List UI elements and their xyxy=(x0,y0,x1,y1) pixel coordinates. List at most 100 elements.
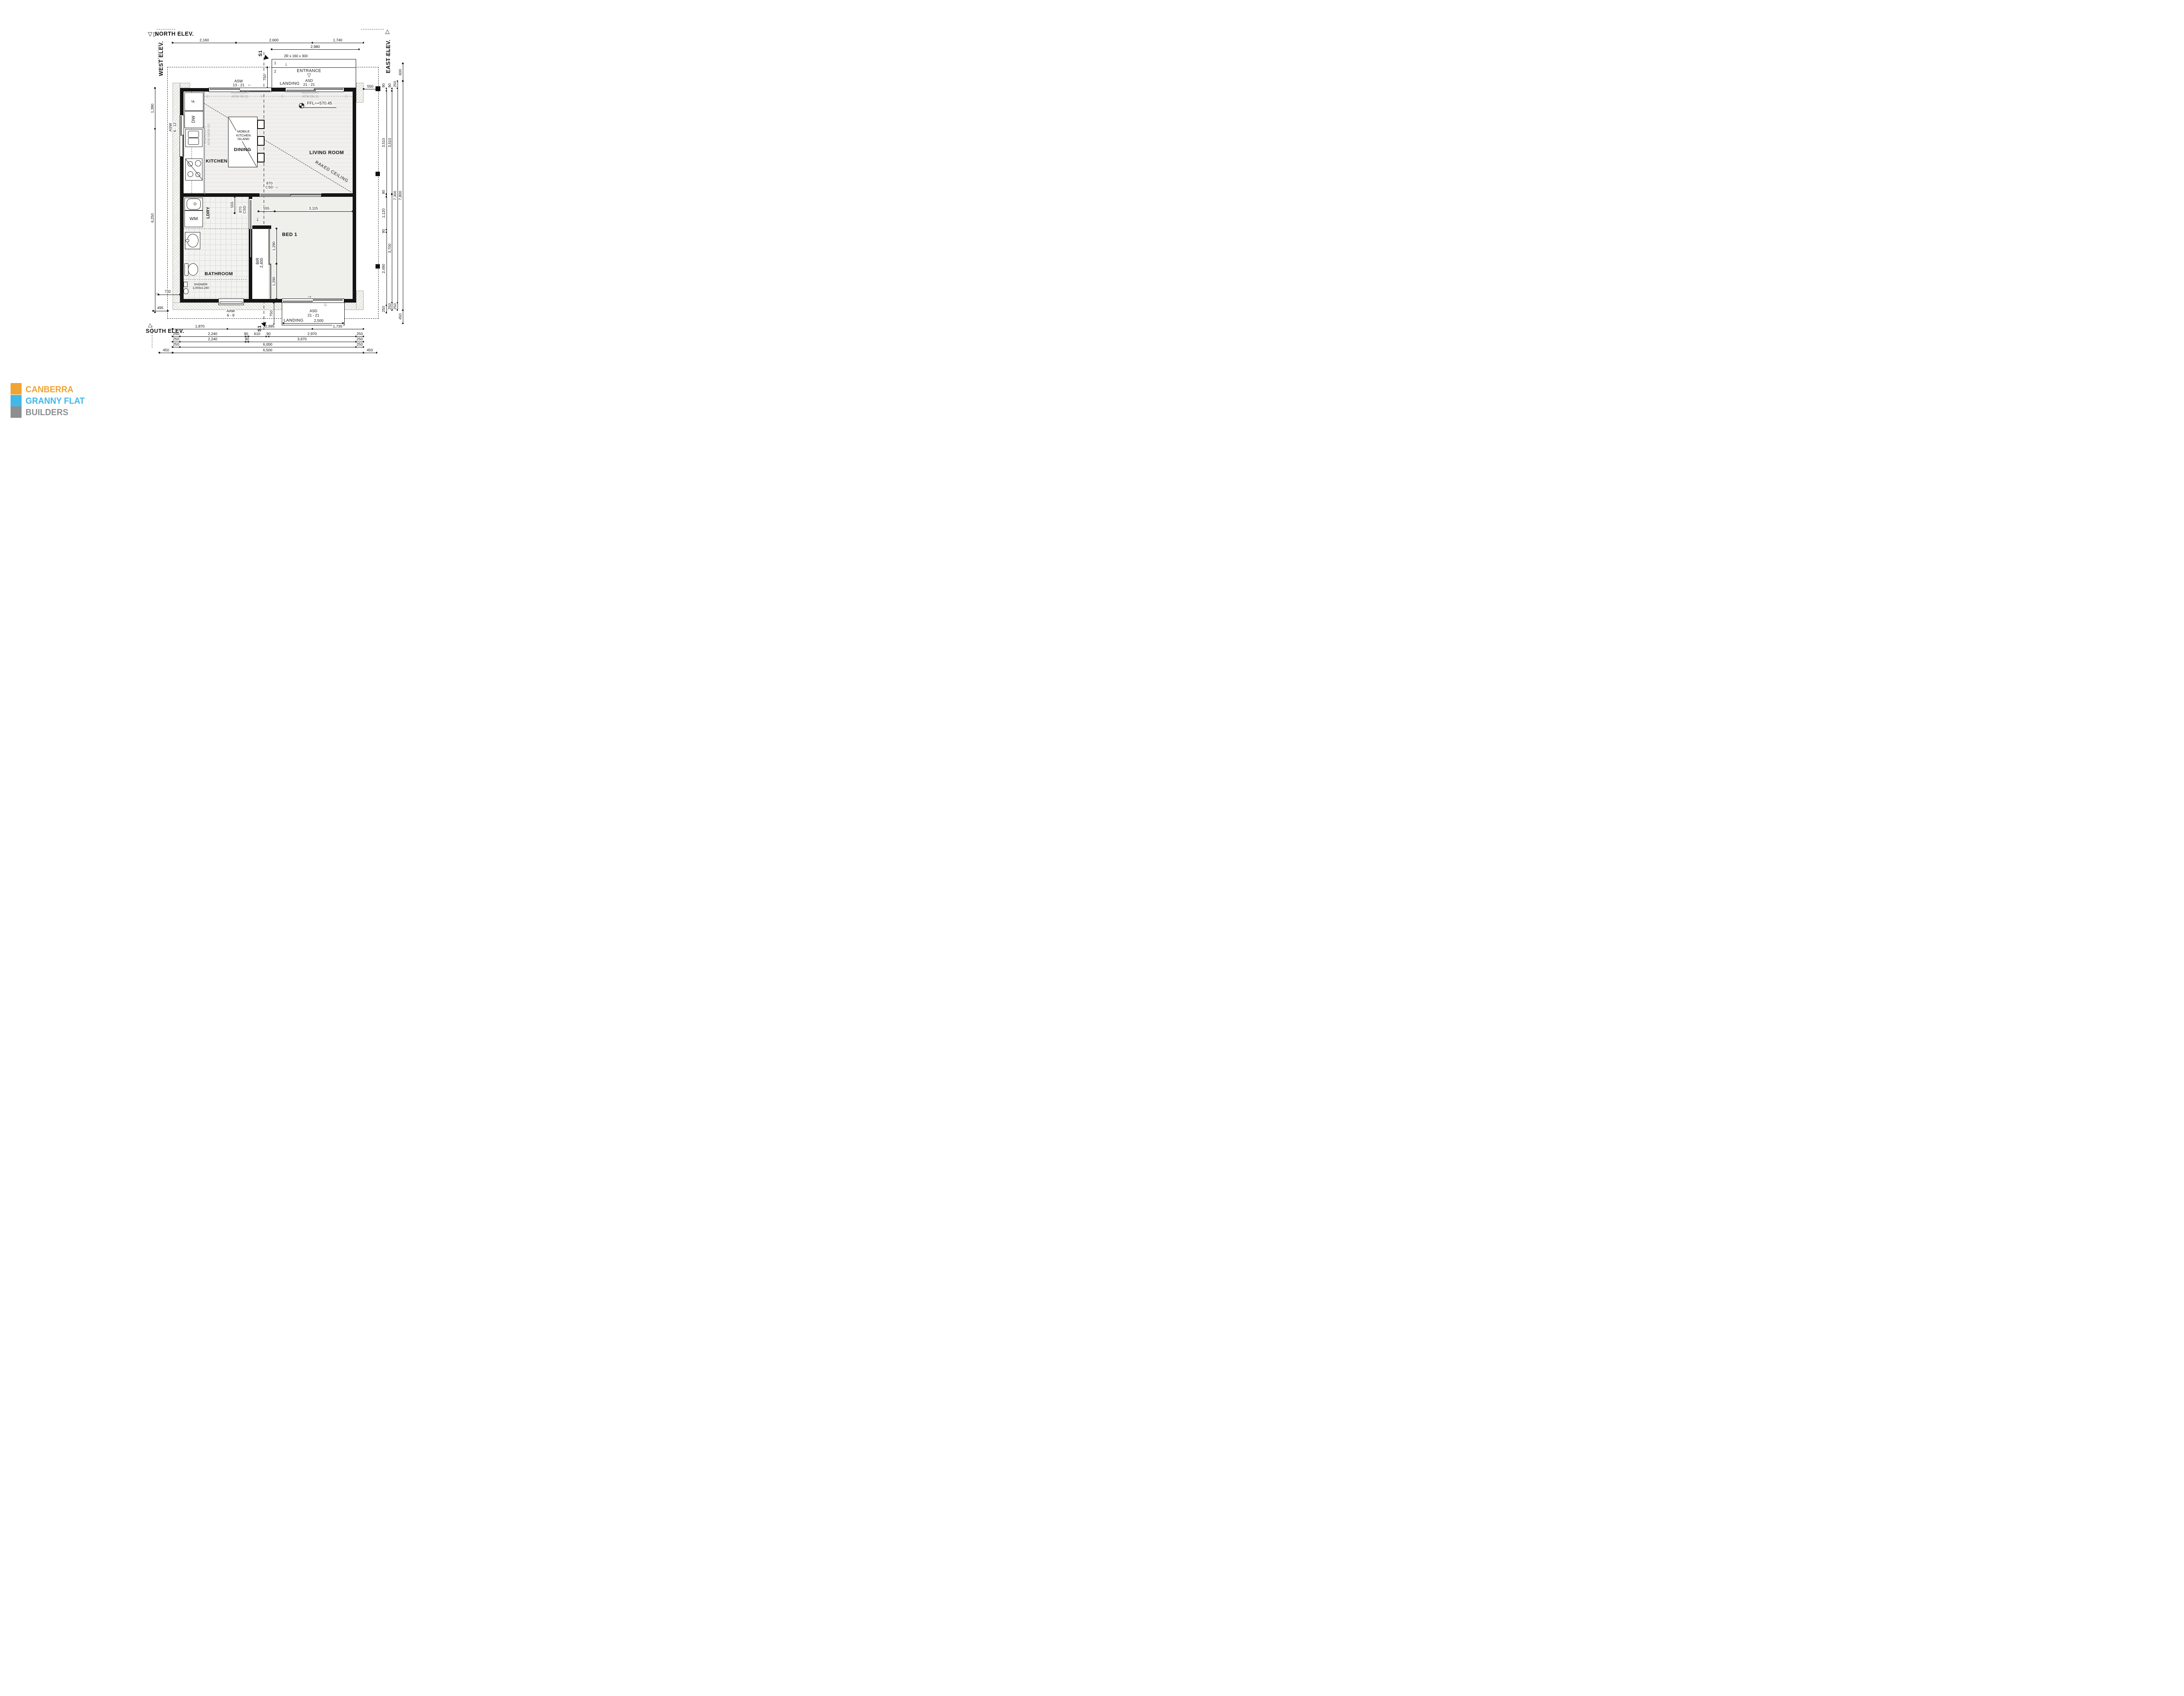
dim-label: 555 xyxy=(262,206,270,210)
shower-note: SHOWER 1,000x2,240 xyxy=(192,283,209,290)
dim-label: 6,250 xyxy=(150,212,155,224)
dim-line xyxy=(355,336,364,337)
island-chair xyxy=(257,120,265,129)
asd-bottom-code: ASD xyxy=(309,308,318,313)
dim-label: 2,490 xyxy=(381,263,386,274)
arrow-down-icon: ▽ xyxy=(203,191,206,195)
floor-living-planks xyxy=(184,92,353,193)
dim-label: 3,670 xyxy=(296,336,308,341)
wall-bottom-1 xyxy=(180,299,218,302)
dim-label: 1,870 xyxy=(194,324,206,328)
dim-label: 2,980 xyxy=(309,44,321,49)
island-chair xyxy=(257,153,265,162)
west-elev-label: WEST ELEV. xyxy=(158,41,164,76)
wall-left-1 xyxy=(180,88,184,115)
asd-top-size: 21 - 21 xyxy=(303,82,315,87)
dim-landing-2500 xyxy=(283,322,344,324)
dim-label: 250 xyxy=(392,302,397,310)
dim-line xyxy=(268,336,357,337)
arrow-right-icon: ▷ xyxy=(345,94,349,98)
dim-label: 610 xyxy=(253,331,261,336)
dim-label: 90 xyxy=(244,336,250,341)
island-note-line1: MOBILE xyxy=(237,129,250,134)
dim-landing-750t xyxy=(266,66,268,89)
dim-label: 90 xyxy=(381,82,386,88)
dishwasher xyxy=(184,111,203,128)
highlight-v-label: HIGHLIGHT AFW 04/09-33 xyxy=(203,124,210,145)
bathroom-label: BATHROOM xyxy=(204,271,233,277)
section-square-marker xyxy=(376,172,380,176)
north-elev-label: NORTH ELEV. xyxy=(155,31,194,37)
dim-label: 250 xyxy=(356,331,364,336)
north-elev-triangle-icon: ▽ xyxy=(148,30,152,37)
dining-label: DINING xyxy=(234,147,251,152)
diamond-marker-icon: ◇ xyxy=(155,292,159,296)
highlight-text: HIGHLIGHT xyxy=(301,90,320,95)
washer-label: WM xyxy=(189,216,198,221)
door-asd-bottom xyxy=(282,299,344,303)
basin-tap xyxy=(185,239,189,242)
dim-label: 555 xyxy=(229,201,234,209)
kitchen-label: KITCHEN xyxy=(206,159,228,164)
entrance-label: ENTRANCE xyxy=(297,68,321,74)
ldry-label: LDRY xyxy=(206,206,211,219)
ffl-underline xyxy=(303,107,336,108)
dim-label: 90 xyxy=(381,228,386,234)
dim-label: 3,700 xyxy=(387,243,392,254)
highlight-text: AFW 09-21 xyxy=(232,94,248,98)
highlight-text: AFW 04/09-33 xyxy=(206,124,210,146)
door-swing-marker-icon: △ xyxy=(324,303,327,306)
dim-label: 2,160 xyxy=(199,37,210,42)
dim-label: 6,000 xyxy=(262,342,273,347)
dim-line xyxy=(258,210,276,212)
island-note: MOBILE KITCHEN ISLAND xyxy=(236,129,251,141)
dim-label: 7,800 xyxy=(398,190,402,201)
dim-label: 450 xyxy=(162,347,170,352)
csd-leaf-vertical xyxy=(250,200,251,258)
dim-label: 250 xyxy=(381,305,386,313)
eave-hatch-left xyxy=(173,83,180,310)
sink-bowl xyxy=(188,131,199,138)
south-elev-label: SOUTH ELEV. xyxy=(146,328,184,334)
dim-line xyxy=(274,210,354,212)
window-pane xyxy=(240,90,270,92)
dim-label: 90 xyxy=(243,331,249,336)
dim-label: 750 xyxy=(262,74,267,81)
door-panel xyxy=(313,299,343,301)
csd-v-label: CSD xyxy=(242,205,247,214)
sink-bowl xyxy=(188,138,199,145)
dim-label: 2,600 xyxy=(268,37,280,42)
csd-leaf xyxy=(261,194,291,196)
dim-label: 1,740 xyxy=(332,37,343,42)
dim-label: 250 xyxy=(356,336,364,341)
toilet-bowl xyxy=(188,263,198,276)
dim-label: 90 xyxy=(387,82,392,88)
asw-top-size: 13 - 21 xyxy=(232,82,245,87)
dim-label: 2,895 xyxy=(264,324,276,328)
bir-slider xyxy=(269,264,271,299)
arrow-left-icon: ◁ xyxy=(280,94,284,98)
island-note-line2: KITCHEN xyxy=(236,133,251,137)
arrow-right-icon: → xyxy=(274,184,279,189)
wall-bottom-3 xyxy=(344,299,356,302)
south-elev-triangle-icon: △ xyxy=(148,322,152,328)
stair-step1-label: 1 xyxy=(274,60,276,65)
dim-label: 250 xyxy=(356,342,364,347)
dim-label: 7,300 xyxy=(392,190,397,201)
entrance-arrow-icon: ▽ xyxy=(307,73,311,78)
dim-label: 450 xyxy=(398,313,402,321)
dim-label: 1,120 xyxy=(381,207,386,219)
dim-line xyxy=(271,48,360,50)
bir-interior xyxy=(252,229,268,299)
fridge xyxy=(184,92,203,111)
eave-hatch-topright xyxy=(356,83,364,103)
highlight-line xyxy=(187,96,352,97)
highlight-label-left: HIGHLIGHT AFW 09-21 xyxy=(231,91,249,98)
living-label: LIVING ROOM xyxy=(309,150,344,155)
dim-label: 750 xyxy=(269,310,273,317)
asw-top-code: ASW xyxy=(233,78,244,83)
window-pane xyxy=(180,116,182,136)
csd-h-code: 870 xyxy=(265,181,273,185)
eave-hatch-topleft xyxy=(180,83,190,88)
section-square-marker xyxy=(376,86,380,91)
